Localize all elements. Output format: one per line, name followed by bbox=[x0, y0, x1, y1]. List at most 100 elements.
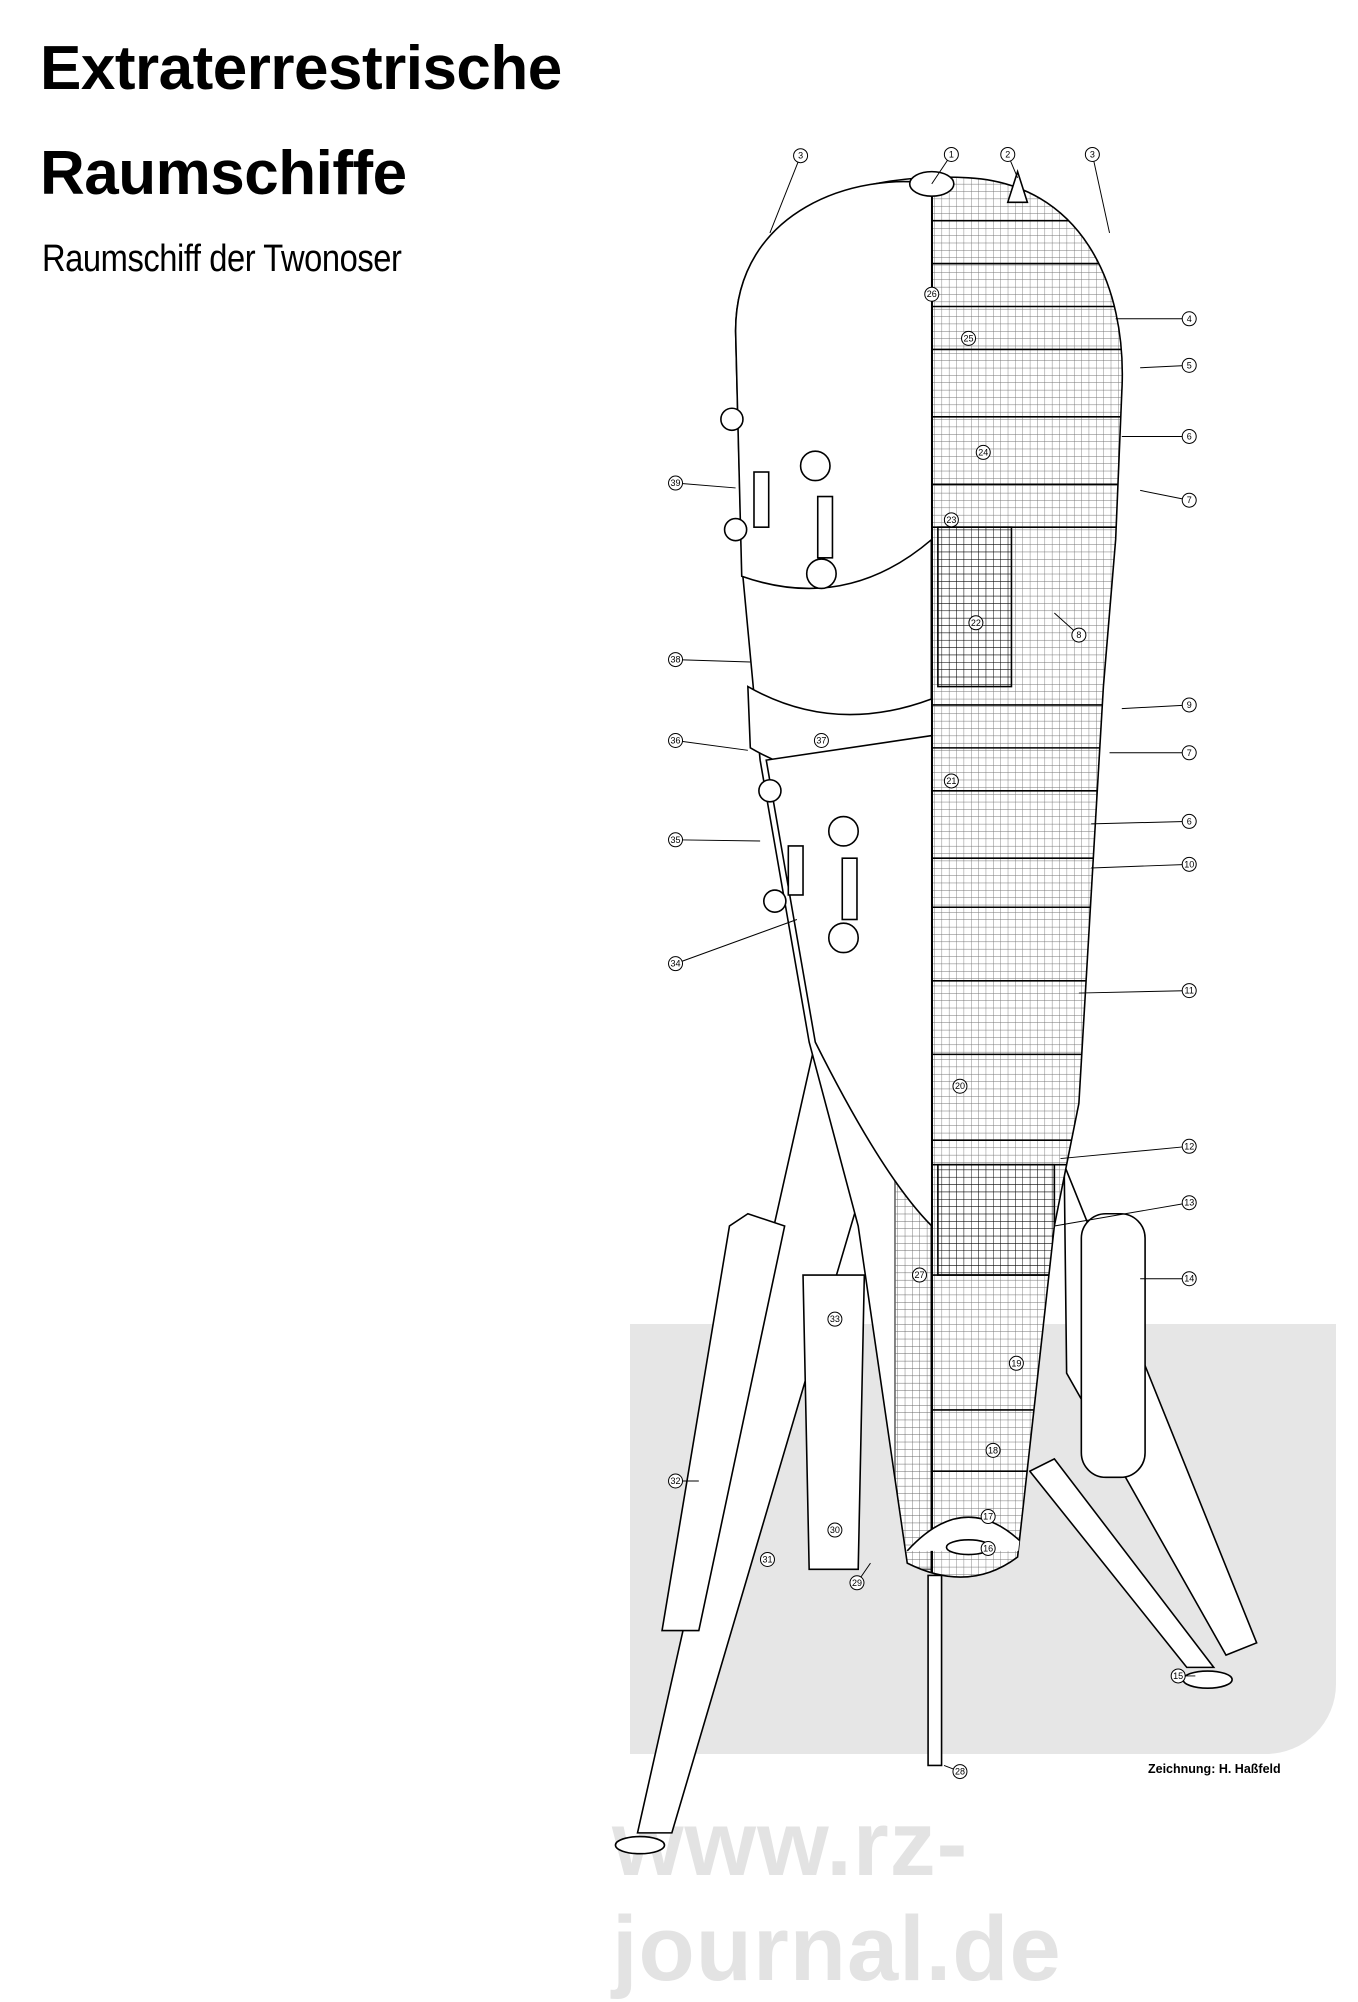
callout-marker: 39 bbox=[668, 475, 684, 491]
leader-line bbox=[675, 482, 736, 489]
callout-marker: 25 bbox=[961, 330, 977, 346]
callout-marker: 36 bbox=[668, 733, 684, 749]
leader-line bbox=[769, 155, 802, 234]
page-title-line2: Raumschiffe bbox=[40, 139, 407, 208]
callout-marker: 17 bbox=[980, 1509, 996, 1525]
callout-marker: 13 bbox=[1181, 1195, 1197, 1211]
callout-number: 23 bbox=[946, 515, 956, 525]
callout-number: 7 bbox=[1187, 495, 1192, 505]
leader-line bbox=[675, 919, 798, 965]
probe-rod bbox=[927, 1574, 943, 1767]
callout-marker: 8 bbox=[1071, 627, 1087, 643]
callout-number: 1 bbox=[949, 149, 954, 159]
callout-number: 33 bbox=[830, 1314, 840, 1324]
callout-marker: 37 bbox=[813, 733, 829, 749]
callout-number: 20 bbox=[955, 1081, 965, 1091]
callout-marker: 5 bbox=[1181, 357, 1197, 373]
callout-marker: 21 bbox=[943, 773, 959, 789]
antenna bbox=[1006, 169, 1029, 204]
callout-marker: 27 bbox=[912, 1267, 927, 1283]
callout-number: 31 bbox=[762, 1554, 772, 1564]
callout-marker: 4 bbox=[1181, 311, 1197, 327]
page-title-line1: Extraterrestrische bbox=[40, 34, 562, 103]
callout-number: 32 bbox=[671, 1476, 681, 1486]
callout-number: 7 bbox=[1187, 748, 1192, 758]
callout-marker: 20 bbox=[952, 1078, 968, 1094]
callout-number: 21 bbox=[946, 776, 956, 786]
callout-marker: 32 bbox=[668, 1473, 684, 1489]
callout-marker: 28 bbox=[952, 1764, 968, 1780]
callout-marker: 18 bbox=[985, 1442, 1001, 1458]
callout-number: 8 bbox=[1076, 630, 1081, 640]
callout-number: 10 bbox=[1184, 859, 1194, 869]
callout-number: 25 bbox=[964, 333, 974, 343]
callout-marker: 6 bbox=[1181, 428, 1197, 444]
callout-marker: 26 bbox=[924, 286, 940, 302]
landing-foot bbox=[1182, 1670, 1233, 1689]
leader-line bbox=[1054, 1202, 1190, 1227]
callout-number: 37 bbox=[816, 736, 826, 746]
callout-number: 38 bbox=[671, 655, 681, 665]
portholes bbox=[720, 407, 859, 954]
callout-marker: 38 bbox=[668, 652, 684, 668]
leader-line bbox=[675, 659, 751, 663]
leader-line bbox=[1091, 820, 1190, 825]
leader-line bbox=[1140, 364, 1190, 369]
callout-marker: 19 bbox=[1008, 1355, 1024, 1371]
callout-marker: 35 bbox=[668, 832, 684, 848]
callout-marker: 3 bbox=[793, 148, 809, 164]
callout-marker: 2 bbox=[1000, 146, 1016, 162]
callout-number: 5 bbox=[1187, 360, 1192, 370]
right-fin bbox=[1028, 1164, 1258, 1669]
callout-number: 6 bbox=[1187, 431, 1192, 441]
callout-number: 2 bbox=[1005, 149, 1010, 159]
callout-marker: 7 bbox=[1181, 492, 1197, 508]
landing-foot bbox=[614, 1835, 666, 1855]
callout-marker: 7 bbox=[1181, 745, 1197, 761]
left-fin bbox=[636, 1041, 866, 1834]
callout-marker: 15 bbox=[1170, 1668, 1186, 1684]
callout-marker: 10 bbox=[1181, 856, 1197, 872]
callout-marker: 30 bbox=[827, 1522, 843, 1538]
callout-marker: 9 bbox=[1181, 697, 1197, 713]
callout-number: 12 bbox=[1184, 1141, 1194, 1151]
callout-marker: 29 bbox=[849, 1575, 865, 1591]
callout-number: 15 bbox=[1173, 1671, 1183, 1681]
callout-marker: 14 bbox=[1181, 1271, 1197, 1287]
callout-number: 16 bbox=[983, 1543, 993, 1553]
callout-number: 17 bbox=[983, 1512, 993, 1522]
callout-number: 3 bbox=[1090, 149, 1095, 159]
callout-marker: 6 bbox=[1181, 813, 1197, 829]
callout-number: 22 bbox=[971, 618, 981, 628]
callout-marker: 24 bbox=[975, 444, 991, 460]
callout-number: 4 bbox=[1187, 314, 1192, 324]
callout-number: 28 bbox=[955, 1767, 965, 1777]
page-subtitle: Raumschiff der Twonoser bbox=[42, 238, 402, 280]
leader-line bbox=[1091, 154, 1111, 234]
callout-number: 26 bbox=[927, 289, 937, 299]
callout-number: 18 bbox=[988, 1445, 998, 1455]
drawing-credit: Zeichnung: H. Haßfeld bbox=[1148, 1762, 1281, 1776]
callout-marker: 22 bbox=[968, 615, 984, 631]
callout-number: 11 bbox=[1185, 986, 1194, 996]
lower-shell bbox=[765, 734, 933, 1228]
callout-marker: 3 bbox=[1084, 146, 1100, 162]
callout-number: 14 bbox=[1184, 1274, 1194, 1284]
leader-line bbox=[1121, 704, 1190, 710]
callout-marker: 34 bbox=[668, 956, 684, 972]
callout-number: 27 bbox=[914, 1270, 924, 1280]
callout-marker: 1 bbox=[943, 146, 959, 162]
leader-line bbox=[1140, 489, 1190, 501]
callout-number: 29 bbox=[852, 1578, 862, 1588]
callout-marker: 33 bbox=[827, 1311, 843, 1327]
callout-number: 6 bbox=[1187, 816, 1192, 826]
leader-line bbox=[1078, 990, 1190, 994]
callout-number: 30 bbox=[830, 1525, 840, 1535]
callout-number: 9 bbox=[1187, 700, 1192, 710]
callout-number: 19 bbox=[1011, 1358, 1021, 1368]
leader-line bbox=[1060, 1145, 1190, 1160]
callout-marker: 23 bbox=[943, 512, 959, 528]
callout-number: 24 bbox=[978, 447, 988, 457]
callout-number: 39 bbox=[671, 478, 681, 488]
